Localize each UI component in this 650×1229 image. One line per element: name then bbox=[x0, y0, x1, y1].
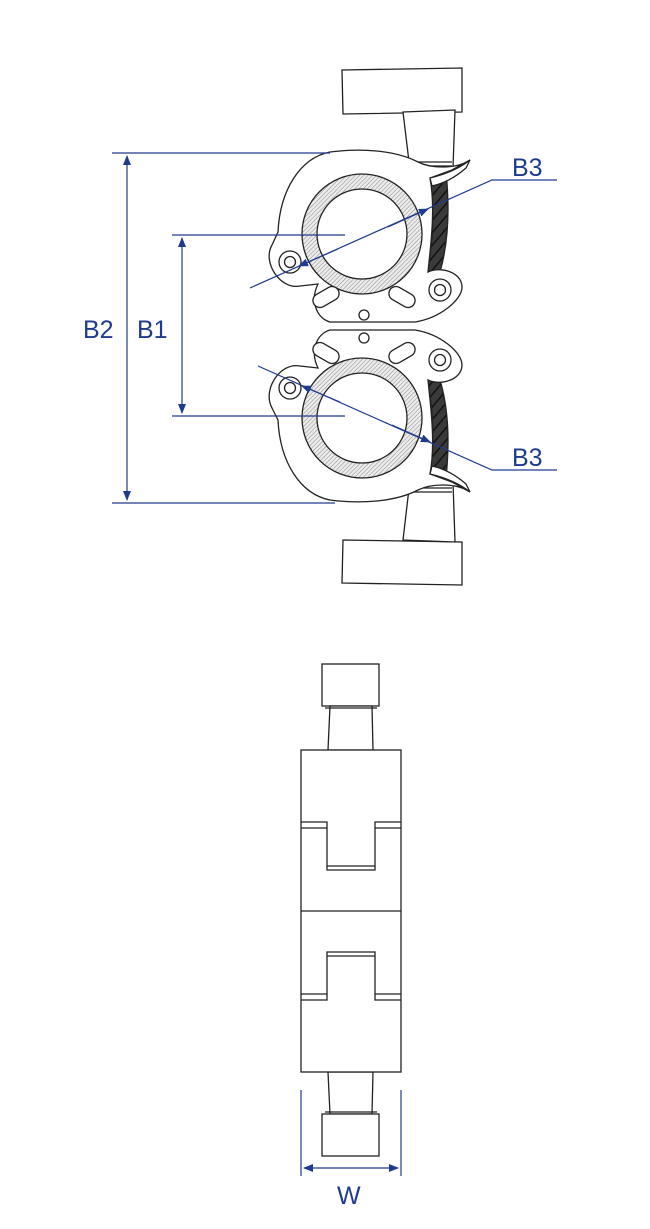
b3-top-label: B3 bbox=[512, 154, 543, 182]
b1-label: B1 bbox=[137, 316, 168, 344]
bottom-knob-handle bbox=[341, 539, 463, 586]
w-label: W bbox=[337, 1182, 361, 1210]
side-view bbox=[300, 663, 402, 1157]
front-view-dimensions bbox=[112, 152, 557, 504]
top-knob-handle bbox=[341, 67, 463, 115]
side-bottom-knob bbox=[321, 1113, 380, 1157]
front-view bbox=[268, 67, 471, 586]
b3-bottom-label: B3 bbox=[512, 444, 543, 472]
w-dimension bbox=[300, 1090, 402, 1176]
side-top-knob bbox=[321, 663, 380, 707]
b2-label: B2 bbox=[83, 316, 114, 344]
